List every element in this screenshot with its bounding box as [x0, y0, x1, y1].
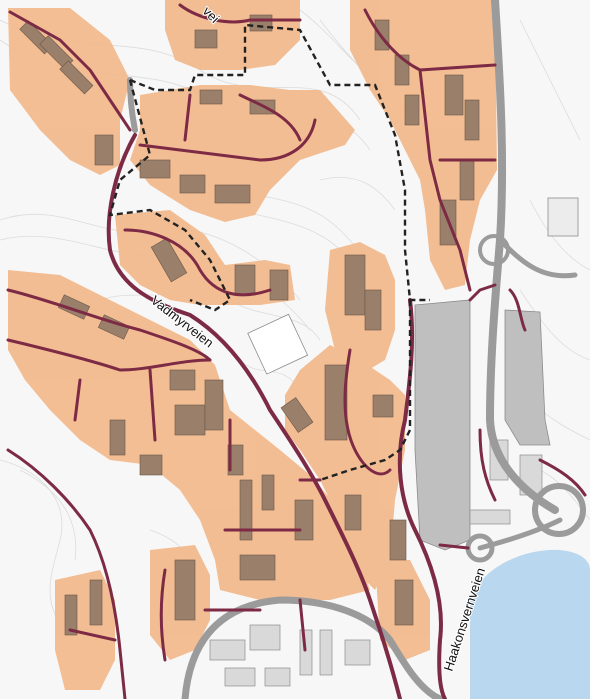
industrial-buildings	[247, 197, 579, 551]
road-west-branch	[73, 368, 157, 442]
boundary-east	[319, 300, 412, 482]
industrial-hall-east	[504, 309, 551, 446]
road-southwest	[6, 448, 127, 699]
water-bay	[470, 549, 590, 699]
road-north-slope-2	[183, 93, 302, 142]
roundabout-southeast	[532, 483, 587, 537]
zone-southwest-small	[55, 570, 115, 690]
road-se-bottom	[438, 543, 470, 550]
plan-boundary	[108, 23, 430, 482]
road-west-main	[6, 338, 212, 372]
building-east-grey-1	[547, 197, 579, 237]
roundabout-south	[465, 533, 495, 563]
zone-northwest	[8, 8, 130, 175]
major-roads	[127, 0, 587, 699]
road-north-top	[178, 3, 302, 24]
road-east-link	[468, 283, 527, 332]
road-south-arc	[181, 596, 444, 699]
industrial-hall-west	[414, 299, 471, 551]
boundary-west	[108, 79, 232, 312]
road-south-local	[159, 568, 307, 662]
road-se-link	[477, 517, 563, 551]
road-haakonsvernveien	[397, 298, 447, 699]
boundary-north	[129, 23, 430, 302]
road-west-upper	[6, 288, 212, 362]
building-white-square	[247, 313, 309, 375]
road-center-south	[223, 418, 322, 532]
local-roads	[6, 3, 587, 699]
road-east-south	[478, 428, 587, 502]
residential-buildings	[19, 14, 480, 636]
roundabout-north	[478, 234, 511, 266]
road-southwest-branch	[68, 628, 117, 642]
road-center-east	[343, 348, 392, 476]
road-north-slope	[138, 118, 317, 162]
highway-east	[485, 0, 559, 514]
road-vadmyrveien	[106, 133, 402, 699]
road-northeast-2	[418, 68, 472, 292]
road-center-cluster	[123, 228, 272, 297]
zone-north-center	[165, 0, 300, 70]
zone-northeast	[350, 0, 497, 290]
road-northwest	[8, 10, 132, 132]
